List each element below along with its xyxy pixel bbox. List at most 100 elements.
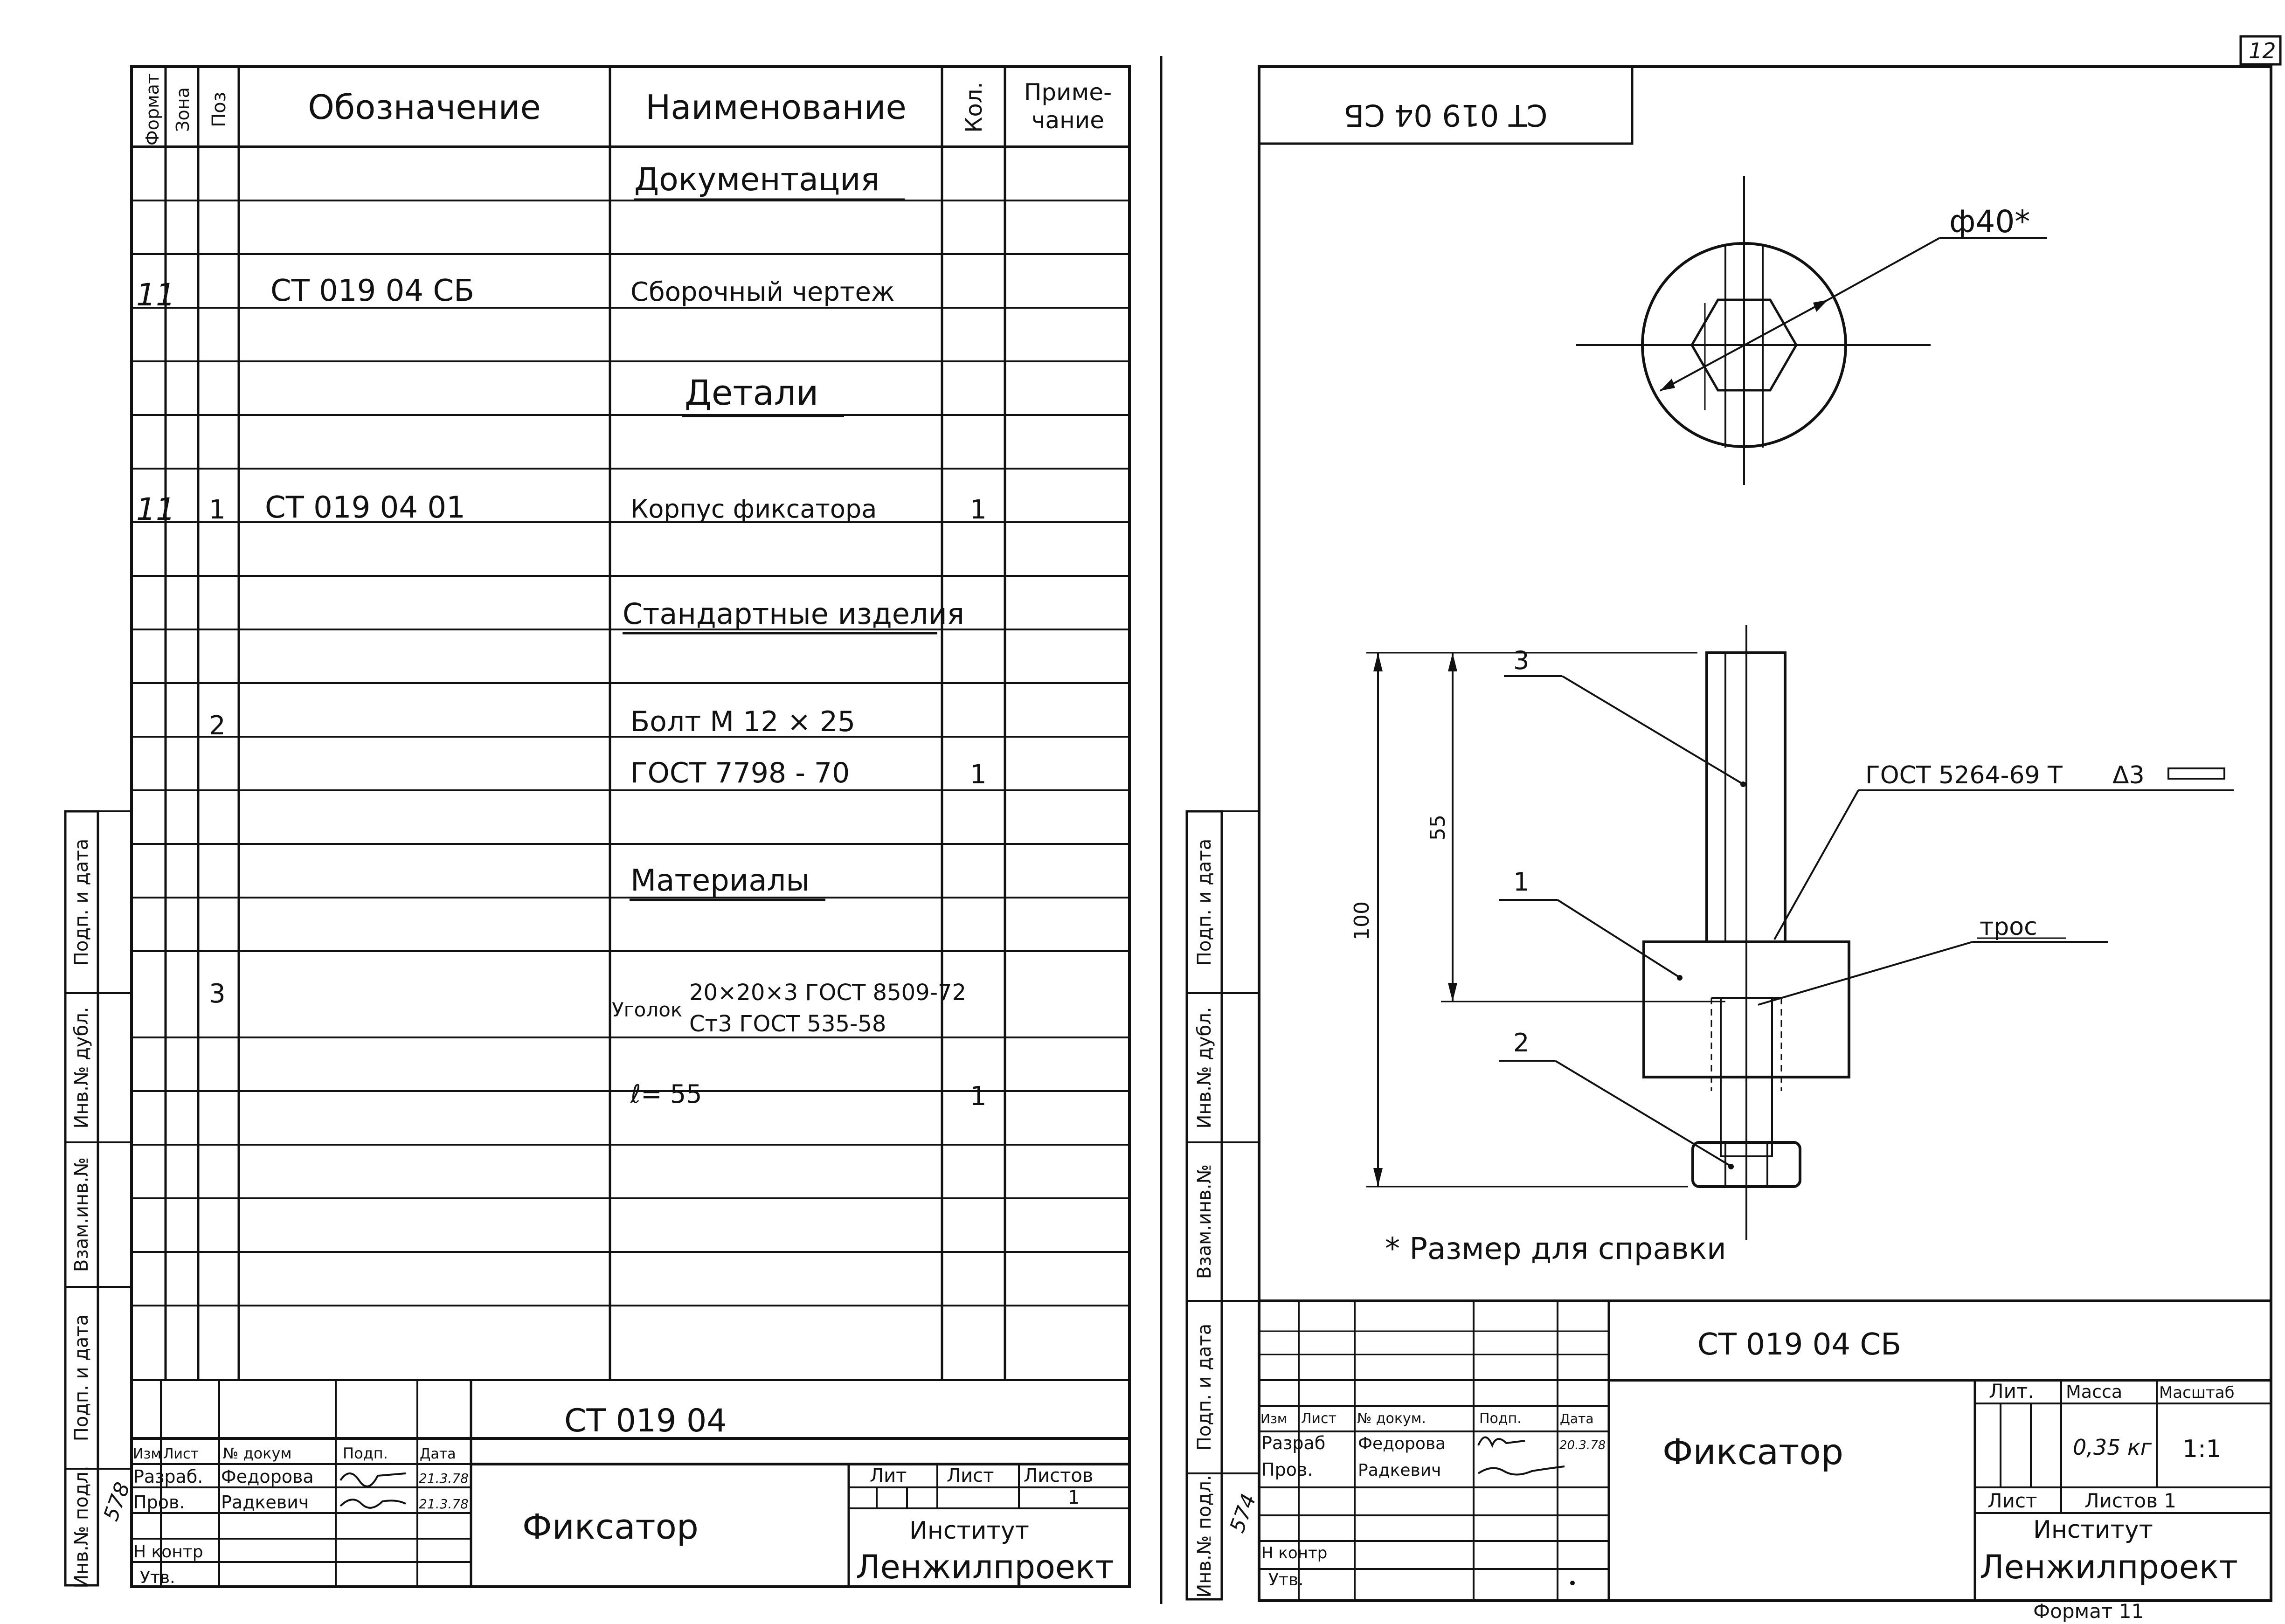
- spec-tb-sheets-val: 1: [1068, 1487, 1080, 1508]
- assembly-frame: [1258, 65, 2272, 1602]
- side2-sign-date-2: Подп. и дата: [1194, 1324, 1215, 1451]
- spec-tb-sheet: Лист: [947, 1465, 994, 1486]
- side2-inv-orig: Инв.№ подл.: [1194, 1475, 1215, 1597]
- side-inv-orig: Инв.№ подл.: [71, 1465, 92, 1588]
- bolt-head: [1691, 1141, 1801, 1188]
- asm-tb-title: Фиксатор: [1662, 1431, 1843, 1472]
- asm-tb-list: Лист: [1301, 1410, 1336, 1427]
- side2-repl-inv: Взам.инв.№: [1194, 1164, 1215, 1279]
- clamp-body: [1642, 940, 1850, 1078]
- angle-spec-top: 20×20×3 ГОСТ 8509-72: [689, 980, 966, 1006]
- asm-tb-format-label: Формат 11: [2033, 1600, 2144, 1623]
- asm-tb-role-appr: Утв.: [1268, 1570, 1304, 1589]
- asm-tb-izm: Изм: [1260, 1411, 1287, 1426]
- page-number: 12: [2249, 38, 2276, 63]
- part-qty: 1: [970, 495, 987, 525]
- asm-tb-mass-val: 0,35 кг: [2073, 1435, 2152, 1460]
- angle-qty: 1: [970, 1081, 987, 1112]
- section-standard: Стандартные изделия: [623, 597, 964, 631]
- side-sign-date-2: Подп. и дата: [71, 1314, 92, 1441]
- side-inv-dup: Инв.№ дубл.: [71, 1007, 92, 1129]
- spec-tb-role-check: Пров.: [133, 1492, 185, 1513]
- part-format: 11: [136, 491, 175, 527]
- side2-inv-dup: Инв.№ дубл.: [1194, 1007, 1215, 1129]
- asm-tb-date-dev: 20.3.78: [1559, 1438, 1606, 1452]
- spec-tb-name-dev: Федорова: [221, 1466, 314, 1487]
- diameter-label: ф40*: [1949, 204, 2030, 240]
- angle-length: ℓ= 55: [630, 1079, 702, 1109]
- spec-tb-list: Лист: [163, 1446, 199, 1462]
- asm-tb-org: Ленжилпроект: [1980, 1548, 2238, 1586]
- spec-title-block: СТ 019 04 Фиксатор Изм Лист № докум Подп…: [132, 1380, 1129, 1587]
- footnote: * Размер для справки: [1385, 1232, 1726, 1266]
- leader-3: 3: [1513, 646, 1529, 675]
- asm-signature-check: [1477, 1465, 1565, 1476]
- hdr-zone: Зона: [173, 87, 193, 132]
- asm-tb-institute: Институт: [2033, 1516, 2153, 1544]
- part-name: Корпус фиксатора: [630, 494, 877, 524]
- asm-tb-name-dev: Федорова: [1358, 1434, 1446, 1453]
- spec-tb-lit: Лит: [870, 1465, 907, 1486]
- asm-tb-scale: Масштаб: [2159, 1383, 2235, 1402]
- asm-tb-scale-val: 1:1: [2182, 1435, 2222, 1463]
- spec-tb-sign: Подп.: [343, 1444, 388, 1462]
- arrow-diam-2: [1813, 300, 1828, 312]
- hdr-format: Формат: [142, 74, 163, 145]
- angle-spec-bottom: Ст3 ГОСТ 535-58: [689, 1011, 886, 1037]
- angle-prefix: Уголок: [612, 998, 682, 1021]
- doc-name: Сборочный чертеж: [630, 277, 894, 307]
- section-materials: Материалы: [630, 864, 810, 898]
- spec-tb-code: СТ 019 04: [564, 1403, 727, 1439]
- hdr-pos: Поз: [208, 92, 230, 127]
- spec-tb-doc: № докум: [223, 1444, 292, 1462]
- bolt-name: Болт М 12 × 25: [630, 705, 855, 738]
- part-pos: 1: [209, 495, 226, 525]
- asm-tb-mass: Масса: [2066, 1382, 2122, 1402]
- handwritten-number: 578: [99, 1479, 135, 1524]
- spec-tb-name-check: Радкевич: [221, 1492, 309, 1513]
- spec-row-lines: [132, 200, 1129, 1381]
- weld-standard: ГОСТ 5264-69 Т: [1865, 761, 2063, 789]
- doc-format: 11: [136, 277, 175, 313]
- bolt-standard: ГОСТ 7798 - 70: [630, 757, 850, 789]
- hdr-note-1: Приме-: [1024, 79, 1112, 106]
- asm-tb-role-nkontr: Н контр: [1261, 1544, 1327, 1562]
- signature-check: [339, 1499, 406, 1509]
- spec-tb-sheets: Листов: [1024, 1465, 1093, 1486]
- side-repl-inv: Взам.инв.№: [71, 1157, 92, 1272]
- asm-tb-role-check: Пров.: [1261, 1459, 1313, 1480]
- asm-tb-code: СТ 019 04 СБ: [1697, 1327, 1901, 1362]
- hdr-name: Наименование: [645, 88, 907, 127]
- asm-tb-lit: Лит.: [1989, 1380, 2034, 1403]
- weld-symbol: Δ3: [2112, 761, 2145, 789]
- asm-tb-sheet: Лист: [1987, 1489, 2037, 1512]
- housing-circle: [1641, 242, 1847, 448]
- front-view: 100 55 3 1 2 ГОСТ 5264-69: [1350, 625, 2234, 1240]
- asm-tb-doc: № докум.: [1357, 1410, 1426, 1427]
- hdr-note-2: чание: [1032, 107, 1104, 134]
- hdr-qty: Кол.: [961, 82, 987, 132]
- bolt-pos: 2: [209, 711, 226, 741]
- dim-100: 100: [1350, 901, 1374, 940]
- leader-2: 2: [1513, 1028, 1529, 1057]
- signature-dev: [339, 1472, 406, 1487]
- leader-1: 1: [1513, 867, 1529, 897]
- arrow-diam-1: [1660, 379, 1675, 391]
- top-view: ф40*: [1576, 176, 2047, 485]
- spec-tb-role-nkontr: Н контр: [133, 1542, 203, 1562]
- angle-pos: 3: [209, 979, 226, 1009]
- spec-tb-role-appr: Утв.: [140, 1568, 175, 1587]
- asm-tb-role-dev: Разраб: [1261, 1433, 1325, 1453]
- part-designation: СТ 019 04 01: [265, 491, 465, 525]
- spec-side-stamp: Подп. и дата Инв.№ дубл. Взам.инв.№ Подп…: [64, 810, 135, 1589]
- handwritten-number-2: 574: [1225, 1491, 1261, 1535]
- side2-sign-date: Подп. и дата: [1194, 839, 1215, 966]
- spec-tb-org: Ленжилпроект: [856, 1548, 1114, 1586]
- specification-sheet: Формат Зона Поз Обозначение Наименование…: [64, 65, 1131, 1589]
- hdr-designation: Обозначение: [308, 88, 541, 127]
- assembly-sheet: 12 СТ 019 04 СБ ф40*: [1185, 35, 2282, 1623]
- asm-signature-dev: [1477, 1436, 1525, 1448]
- doc-designation: СТ 019 04 СБ: [270, 274, 474, 308]
- asm-tb-sheets: Листов 1: [2084, 1489, 2176, 1512]
- page-number-box: [2239, 35, 2282, 66]
